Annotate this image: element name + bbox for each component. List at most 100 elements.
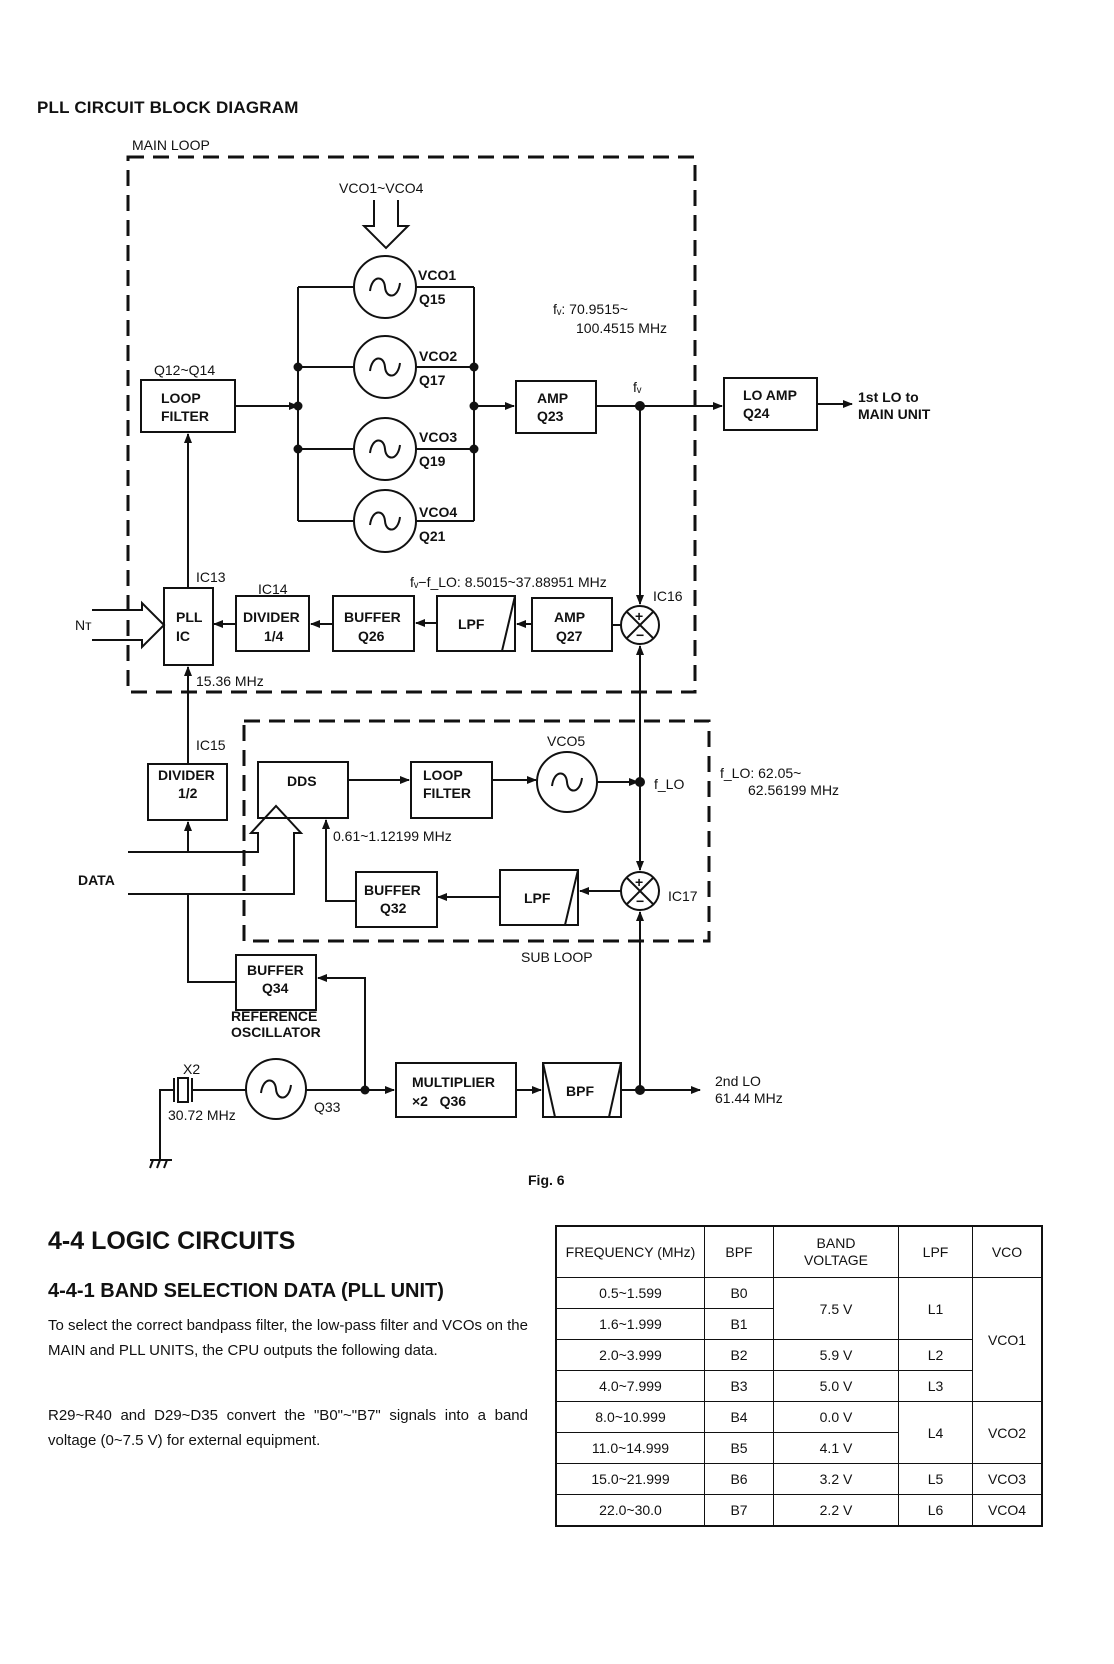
flo-range-label2: 62.56199 MHz [748, 782, 839, 798]
loop-filter-sub-block [410, 761, 493, 819]
diff-freq-label: fᵥ−f_LO: 8.5015~37.88951 MHz [410, 574, 607, 590]
fv-range-label: fᵥ: 70.9515~ [553, 301, 628, 317]
voltage-cell: 2.2 V [773, 1494, 899, 1527]
buffer-q26-text: BUFFER [344, 609, 401, 625]
ic15-label: IC15 [196, 737, 226, 753]
ic17-plus: + [635, 874, 643, 890]
bpf-cell: B5 [704, 1432, 774, 1464]
pll-ic-text: PLL [176, 609, 203, 625]
loop-filter-main-block [140, 379, 236, 433]
vco-cell: VCO4 [972, 1494, 1043, 1527]
vco-cell: VCO1 [972, 1277, 1043, 1402]
lpf-cell: L6 [898, 1494, 973, 1527]
freq-cell: 11.0~14.999 [555, 1432, 705, 1464]
main-loop-label: MAIN LOOP [132, 137, 210, 153]
lo-amp-text: LO AMP [743, 387, 797, 403]
bpf-cell: B1 [704, 1308, 774, 1340]
freq-cell: 2.0~3.999 [555, 1339, 705, 1371]
vco1-label: VCO1 [418, 267, 456, 283]
section-title: 4-4 LOGIC CIRCUITS [48, 1227, 296, 1255]
bpf-cell: B2 [704, 1339, 774, 1371]
diagram-title: PLL CIRCUIT BLOCK DIAGRAM [37, 98, 299, 117]
ic17-label: IC17 [668, 888, 698, 904]
ic16-minus: − [636, 627, 644, 643]
crystal-freq-label: 30.72 MHz [168, 1107, 236, 1123]
voltage-cell: 3.2 V [773, 1463, 899, 1495]
vco-bus-label: VCO1~VCO4 [339, 180, 424, 196]
sub-loop-boundary [242, 719, 711, 943]
vco2-oscillator-icon [353, 335, 417, 399]
lpf-cell: L3 [898, 1370, 973, 1402]
lo1-output-label: 1st LO to [858, 389, 919, 405]
ground-icon [149, 1159, 172, 1169]
vco3-oscillator-icon [353, 417, 417, 481]
table-row: 22.0~30.0 B7 2.2 V L6 VCO4 [555, 1494, 1043, 1527]
bpf-cell: B6 [704, 1463, 774, 1495]
vco5-label: VCO5 [547, 733, 585, 749]
figure-caption: Fig. 6 [528, 1172, 565, 1188]
vco-cell: VCO3 [972, 1463, 1043, 1495]
bpf-text: BPF [566, 1083, 594, 1099]
fv-junction [635, 401, 645, 411]
ref-osc-label2: OSCILLATOR [231, 1024, 321, 1040]
header-vco: VCO [972, 1225, 1043, 1278]
table-row: 4.0~7.999 B3 5.0 V L3 [555, 1370, 1042, 1402]
ref-osc-label: REFERENCE [231, 1008, 317, 1024]
lo-amp-q24-block [723, 377, 818, 431]
amp-q27-text: AMP [554, 609, 585, 625]
vco4-label: VCO4 [419, 504, 457, 520]
divider-12-text: DIVIDER [158, 767, 215, 783]
lpf-cell: L4 [898, 1401, 973, 1464]
fv-range-label2: 100.4515 MHz [576, 320, 667, 336]
lpf-cell: L2 [898, 1339, 973, 1371]
table-row: 8.0~10.999 B4 0.0 V L4 VCO2 [555, 1401, 1043, 1464]
pll-ic-text2: IC [176, 628, 190, 644]
voltage-cell: 7.5 V [773, 1277, 899, 1340]
ic16-plus: + [635, 608, 643, 624]
lpf-cell: L5 [898, 1463, 973, 1495]
data-label: DATA [78, 872, 115, 888]
divider-14-text2: 1/4 [264, 628, 284, 644]
fv-node-label: fᵥ [633, 379, 642, 395]
q17-label: Q17 [419, 372, 446, 388]
lo1-output-label2: MAIN UNIT [858, 406, 931, 422]
loop-filter-sub-text: LOOP [423, 767, 463, 783]
q15-label: Q15 [419, 291, 446, 307]
flo-junction [635, 777, 645, 787]
conversion-paragraph: R29~R40 and D29~D35 convert the "B0"~"B7… [48, 1407, 528, 1449]
x2-label: X2 [183, 1061, 200, 1077]
loop-filter-main-text: LOOP [161, 390, 201, 406]
bpf-cell: B3 [704, 1370, 774, 1402]
amp-q23-text2: Q23 [537, 408, 564, 424]
voltage-cell: 5.0 V [773, 1370, 899, 1402]
main-loop-boundary [126, 155, 697, 694]
vco2-label: VCO2 [419, 348, 457, 364]
bpf-cell: B7 [704, 1494, 774, 1527]
ic16-label: IC16 [653, 588, 683, 604]
table-row: 2.0~3.999 B2 5.9 V L2 [555, 1339, 1042, 1371]
multiplier-text: MULTIPLIER [412, 1074, 495, 1090]
freq-cell: 15.0~21.999 [555, 1463, 705, 1495]
intro-paragraph: To select the correct bandpass filter, t… [48, 1317, 528, 1359]
header-bpf: BPF [704, 1225, 774, 1278]
crystal-x2-icon [159, 1077, 247, 1160]
table-row: 11.0~14.999 B5 4.1 V [555, 1432, 1042, 1464]
table-row: 1.6~1.999 B1 [555, 1308, 1042, 1340]
ic17-minus: − [636, 893, 644, 909]
data-bus-arrow [128, 804, 304, 895]
lpf-main-text: LPF [458, 616, 485, 632]
table-row: 0.5~1.599 B0 7.5 V L1 VCO1 [555, 1277, 1043, 1402]
divider-12-text2: 1/2 [178, 785, 198, 801]
freq-cell: 0.5~1.599 [555, 1277, 705, 1309]
vco-bus-arrow [361, 200, 411, 250]
amp-q27-text2: Q27 [556, 628, 583, 644]
q21-label: Q21 [419, 528, 446, 544]
ref-freq-label: 15.36 MHz [196, 673, 264, 689]
buffer-q32-block [355, 871, 438, 928]
lo2-output-label: 2nd LO [715, 1073, 761, 1089]
flo-range-label: f_LO: 62.05~ [720, 765, 801, 781]
freq-cell: 22.0~30.0 [555, 1494, 705, 1527]
table-row: 15.0~21.999 B6 3.2 V L5 VCO3 [555, 1463, 1043, 1495]
nt-bus-arrow [92, 600, 166, 650]
